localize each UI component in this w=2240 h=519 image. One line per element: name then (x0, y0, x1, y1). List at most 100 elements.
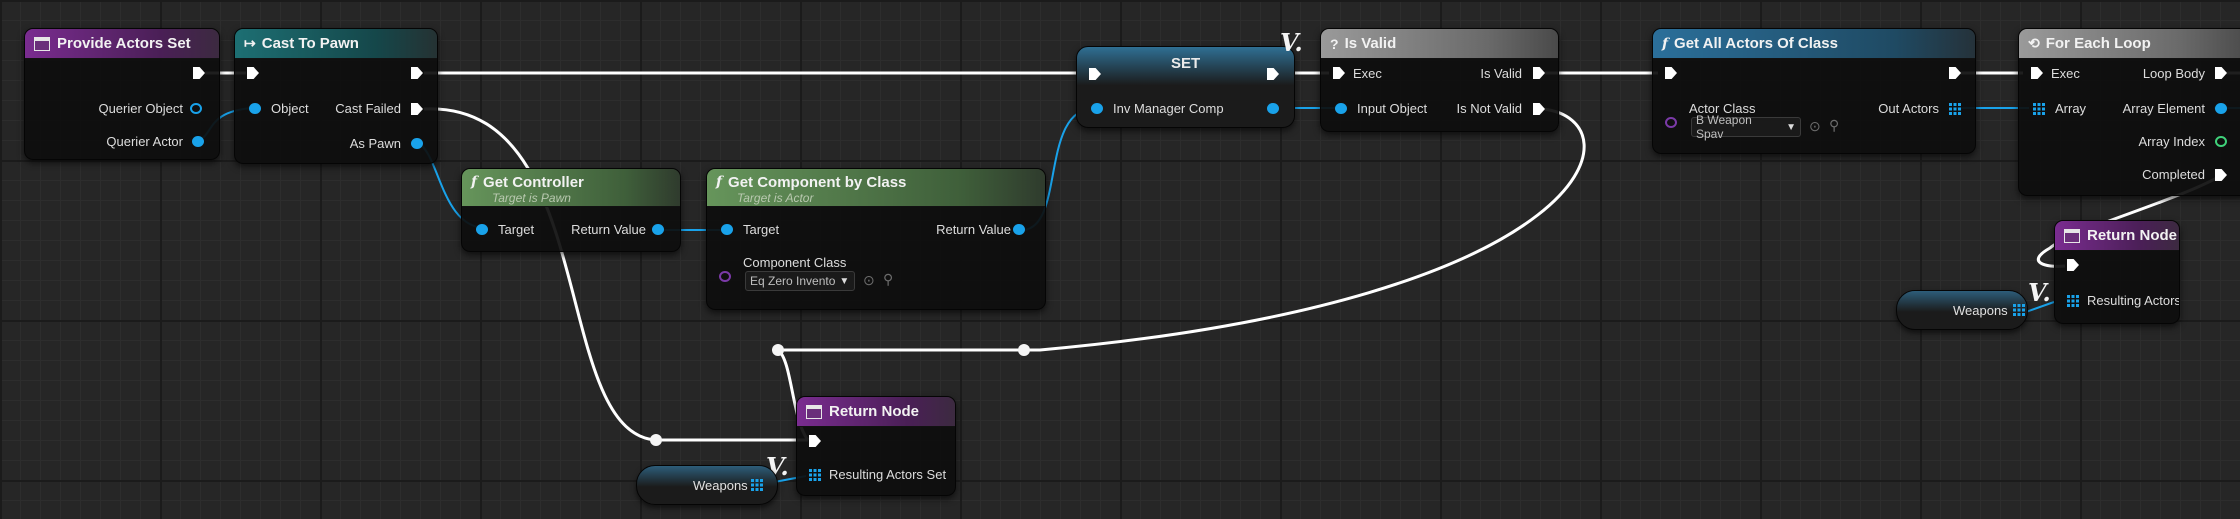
for-each-loop-node[interactable]: ⟲ For Each Loop Exec Loop Body Array Arr… (2018, 28, 2240, 196)
array-index-pin[interactable] (2215, 136, 2227, 147)
function-icon: f (471, 174, 478, 190)
exec-label: Exec (1353, 66, 1382, 81)
is-valid-node[interactable]: ? Is Valid Exec Is Valid Input Object Is… (1320, 28, 1559, 132)
object-label: Object (271, 101, 309, 116)
return-node-top[interactable]: Return Node Resulting Actors Set (2054, 220, 2180, 324)
exec-in-pin[interactable] (1665, 67, 1677, 79)
exec-out-pin[interactable] (1267, 68, 1279, 80)
is-not-valid-pin[interactable] (1533, 103, 1545, 115)
querier-actor-pin[interactable] (192, 136, 204, 147)
component-class-pin[interactable] (719, 271, 731, 282)
loop-body-pin[interactable] (2215, 67, 2227, 79)
variable-label: Weapons (693, 478, 748, 493)
node-header: f Get All Actors Of Class (1653, 29, 1975, 59)
exec-in-pin[interactable] (809, 435, 821, 447)
get-component-by-class-node[interactable]: f Get Component by Class Target is Actor… (706, 168, 1046, 310)
exec-out-pin[interactable] (411, 67, 423, 79)
component-class-label: Component Class (743, 255, 847, 270)
reroute-knot[interactable] (650, 434, 662, 446)
inv-manager-comp-pin[interactable] (1091, 103, 1103, 114)
node-title: Get All Actors Of Class (1674, 35, 1838, 52)
array-element-pin[interactable] (2215, 103, 2227, 114)
reroute-knot[interactable] (1018, 344, 1030, 356)
node-title: For Each Loop (2045, 35, 2151, 52)
node-title: Provide Actors Set (57, 35, 191, 52)
as-pawn-label: As Pawn (349, 136, 401, 151)
exec-in-pin[interactable] (1333, 67, 1345, 79)
search-icon[interactable]: ⚲ (1829, 117, 1840, 133)
node-title: Return Node (829, 403, 919, 420)
set-node[interactable]: SET Inv Manager Comp (1076, 46, 1295, 128)
resulting-actors-set-pin[interactable] (2067, 295, 2079, 307)
cast-arrow-icon: ↦ (244, 35, 256, 51)
exec-in-pin[interactable] (1089, 68, 1101, 80)
cast-failed-pin[interactable] (411, 103, 423, 115)
component-class-combo[interactable]: Eq Zero Invento ▼ (745, 271, 855, 291)
actor-class-pin[interactable] (1665, 117, 1677, 128)
input-object-pin[interactable] (1335, 103, 1347, 114)
exec-out-pin[interactable] (193, 67, 205, 79)
weapons-out-pin[interactable] (2013, 304, 2025, 316)
exec-in-pin[interactable] (247, 67, 259, 79)
querier-object-label: Querier Object (98, 101, 183, 116)
array-element-label: Array Element (2122, 101, 2205, 116)
array-pin[interactable] (2033, 103, 2045, 115)
weapons-out-pin[interactable] (751, 479, 763, 491)
exec-wire (423, 107, 808, 442)
target-label: Target (743, 222, 780, 237)
chevron-down-icon: ▼ (1786, 121, 1796, 133)
exec-wire (773, 107, 1586, 441)
object-pin[interactable] (249, 103, 261, 114)
node-subtitle: Target is Actor (737, 191, 814, 205)
node-title: SET (1171, 55, 1201, 72)
querier-object-pin[interactable] (190, 103, 202, 114)
exec-out-pin[interactable] (1949, 67, 1961, 79)
node-title: Is Valid (1344, 35, 1397, 52)
weapons-variable-top[interactable]: Weapons (1896, 290, 2028, 330)
return-value-pin[interactable] (652, 224, 664, 235)
array-label: Array (2055, 101, 2087, 116)
querier-actor-label: Querier Actor (106, 134, 183, 149)
return-value-pin[interactable] (1013, 224, 1025, 235)
is-valid-pin[interactable] (1533, 67, 1545, 79)
node-header: f Get Component by Class Target is Actor (707, 169, 1045, 207)
set-output-pin[interactable] (1267, 103, 1279, 114)
reroute-knot[interactable] (772, 344, 784, 356)
browse-icon[interactable]: ⊙ (1809, 118, 1821, 134)
array-index-label: Array Index (2138, 134, 2205, 149)
cast-failed-label: Cast Failed (335, 101, 401, 116)
completed-label: Completed (2142, 167, 2205, 182)
chevron-down-icon: ▼ (839, 275, 850, 287)
node-header: ? Is Valid (1321, 29, 1558, 59)
exec-in-pin[interactable] (2031, 67, 2043, 79)
get-all-actors-of-class-node[interactable]: f Get All Actors Of Class Actor Class Ou… (1652, 28, 1976, 154)
provide-actors-set-node[interactable]: Provide Actors Set Querier Object Querie… (24, 28, 220, 160)
event-icon (34, 36, 50, 51)
cast-to-pawn-node[interactable]: ↦ Cast To Pawn Object Cast Failed As Paw… (234, 28, 438, 164)
weapons-variable-bottom[interactable]: Weapons (636, 465, 778, 505)
node-header: Provide Actors Set (25, 29, 219, 59)
actor-class-combo[interactable]: B Weapon Spav ▼ (1691, 113, 1801, 141)
is-not-valid-label: Is Not Valid (1456, 101, 1522, 116)
out-actors-label: Out Actors (1878, 101, 1939, 116)
exec-in-pin[interactable] (2067, 259, 2079, 271)
search-icon[interactable]: ⚲ (883, 271, 894, 287)
as-pawn-pin[interactable] (411, 138, 423, 149)
target-pin[interactable] (721, 224, 733, 235)
return-node-bottom[interactable]: Return Node Resulting Actors Set (796, 396, 956, 496)
variable-label: Weapons (1953, 303, 2008, 318)
variable-mark-icon: V. (2028, 278, 2051, 307)
get-controller-node[interactable]: f Get Controller Target is Pawn Target R… (461, 168, 681, 252)
target-pin[interactable] (476, 224, 488, 235)
inv-manager-comp-label: Inv Manager Comp (1113, 101, 1224, 116)
browse-icon[interactable]: ⊙ (863, 272, 875, 288)
out-actors-pin[interactable] (1949, 103, 1961, 115)
node-title: Cast To Pawn (261, 35, 359, 52)
node-title: Get Controller (483, 174, 584, 191)
return-value-label: Return Value (571, 222, 646, 237)
function-icon: f (1662, 35, 1669, 52)
completed-pin[interactable] (2215, 169, 2227, 181)
actor-class-label: Actor Class (1689, 101, 1756, 116)
resulting-actors-set-pin[interactable] (809, 469, 821, 481)
return-value-label: Return Value (936, 222, 1011, 237)
